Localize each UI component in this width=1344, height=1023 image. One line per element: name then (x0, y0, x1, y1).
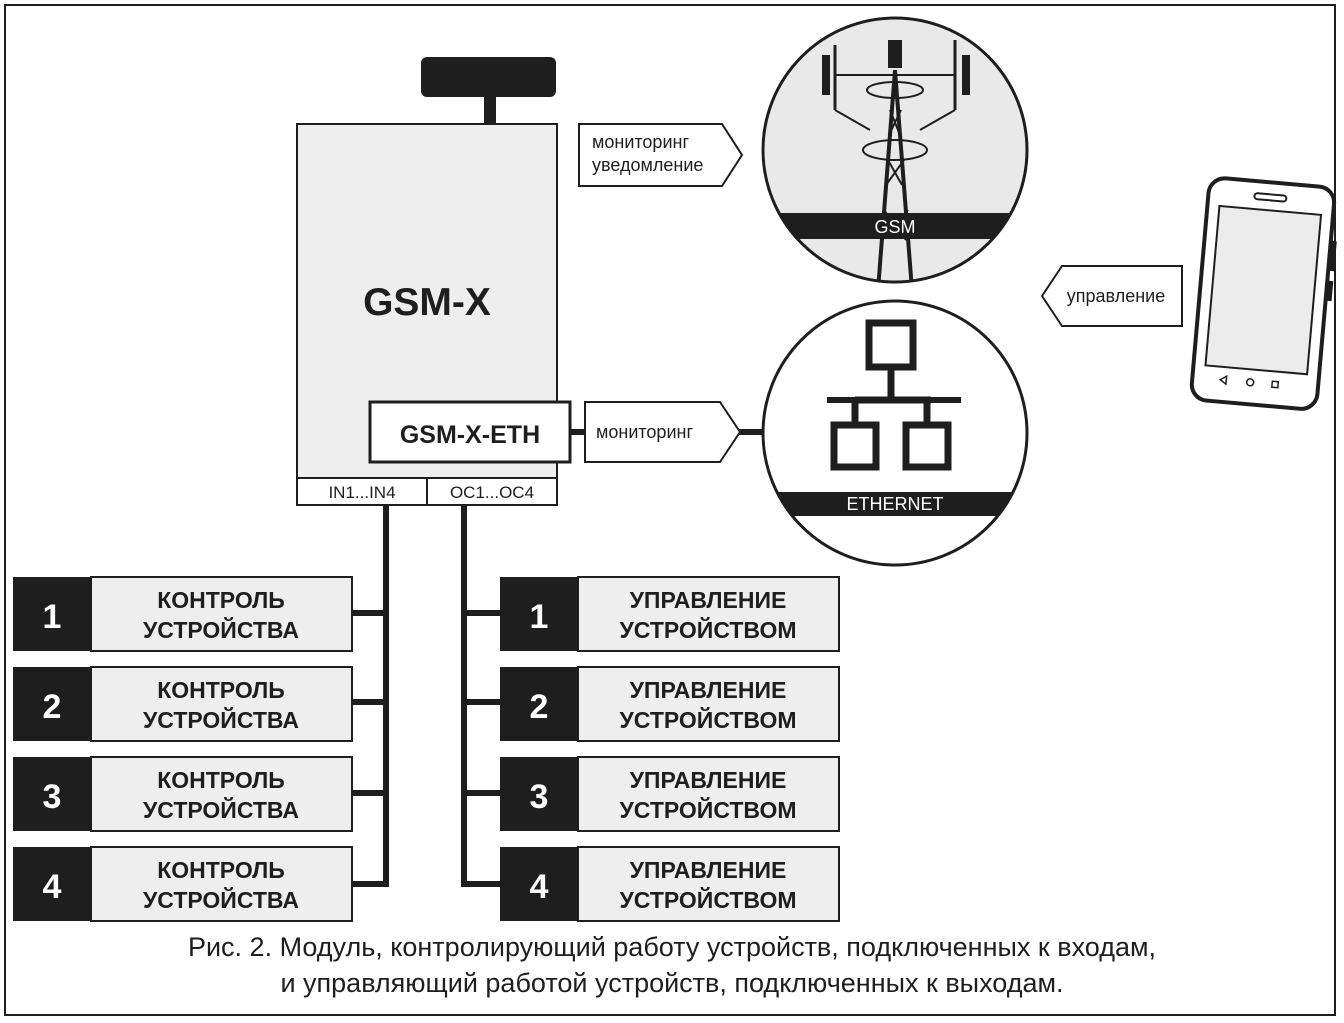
smartphone-icon (1189, 176, 1337, 411)
module-label: GSM-X-ETH (400, 421, 540, 449)
gsm-x-eth-module: GSM-X-ETH (368, 400, 572, 464)
gsm-tower-icon (822, 40, 970, 282)
phone-message-arrow: управление (1040, 265, 1183, 327)
input-label-line1: КОНТРОЛЬ (157, 587, 285, 613)
output-label-line2: УСТРОЙСТВОМ (619, 796, 796, 823)
input-label-line2: УСТРОЙСТВА (143, 706, 299, 733)
output-block-4: 4 УПРАВЛЕНИЕ УСТРОЙСТВОМ (500, 846, 840, 922)
input-label-line2: УСТРОЙСТВА (143, 796, 299, 823)
output-number: 4 (530, 868, 549, 906)
input-number: 3 (43, 778, 62, 816)
ethernet-band-label: ETHERNET (846, 494, 943, 514)
output-block-2: 2 УПРАВЛЕНИЕ УСТРОЙСТВОМ (500, 666, 840, 742)
output-label-line2: УСТРОЙСТВОМ (619, 616, 796, 643)
ethernet-band (763, 492, 1027, 516)
output-label-line1: УПРАВЛЕНИЕ (630, 857, 787, 883)
phone-message: управление (1067, 286, 1165, 306)
ethernet-circle: ETHERNET (761, 299, 1029, 567)
input-number: 1 (43, 598, 62, 636)
ethernet-message: мониторинг (596, 422, 693, 442)
gsm-message-line2: уведомление (592, 155, 703, 175)
input-number: 4 (43, 868, 62, 906)
input-block-2: 2 КОНТРОЛЬ УСТРОЙСТВА (13, 666, 353, 742)
output-block-3: 3 УПРАВЛЕНИЕ УСТРОЙСТВОМ (500, 756, 840, 832)
input-label-line2: УСТРОЙСТВА (143, 886, 299, 913)
gsm-message-line1: мониторинг (592, 132, 689, 152)
gsm-message-arrow: мониторинг уведомление (578, 123, 744, 187)
outputs-terminal-label: OC1...OC4 (450, 483, 534, 502)
network-icon (827, 319, 961, 471)
device-title: GSM-X (363, 281, 491, 324)
input-block-1: 1 КОНТРОЛЬ УСТРОЙСТВА (13, 576, 353, 652)
output-label-line1: УПРАВЛЕНИЕ (630, 677, 787, 703)
input-wiring (352, 505, 389, 887)
input-label-line1: КОНТРОЛЬ (157, 767, 285, 793)
output-block-1: 1 УПРАВЛЕНИЕ УСТРОЙСТВОМ (500, 576, 840, 652)
figure-frame (4, 4, 1336, 1016)
output-number: 2 (530, 688, 549, 726)
output-label-line2: УСТРОЙСТВОМ (619, 886, 796, 913)
input-number: 2 (43, 688, 62, 726)
output-number: 1 (530, 598, 549, 636)
figure-caption-line2: и управляющий работой устройств, подключ… (280, 968, 1064, 998)
input-label-line2: УСТРОЙСТВА (143, 616, 299, 643)
gsm-tower-circle: GSM (761, 16, 1029, 284)
input-block-4: 4 КОНТРОЛЬ УСТРОЙСТВА (13, 846, 353, 922)
output-wiring (461, 505, 500, 887)
antenna (421, 57, 556, 126)
gsm-band (763, 213, 1027, 239)
output-number: 3 (530, 778, 549, 816)
input-label-line1: КОНТРОЛЬ (157, 677, 285, 703)
input-block-3: 3 КОНТРОЛЬ УСТРОЙСТВА (13, 756, 353, 832)
output-label-line1: УПРАВЛЕНИЕ (630, 587, 787, 613)
inputs-terminal-label: IN1...IN4 (328, 483, 395, 502)
figure-caption-line1: Рис. 2. Модуль, контролирующий работу ус… (187, 932, 1157, 962)
output-label-line2: УСТРОЙСТВОМ (619, 706, 796, 733)
output-label-line1: УПРАВЛЕНИЕ (630, 767, 787, 793)
gsm-band-label: GSM (874, 217, 915, 237)
ethernet-message-arrow: мониторинг (584, 401, 742, 463)
input-label-line1: КОНТРОЛЬ (157, 857, 285, 883)
